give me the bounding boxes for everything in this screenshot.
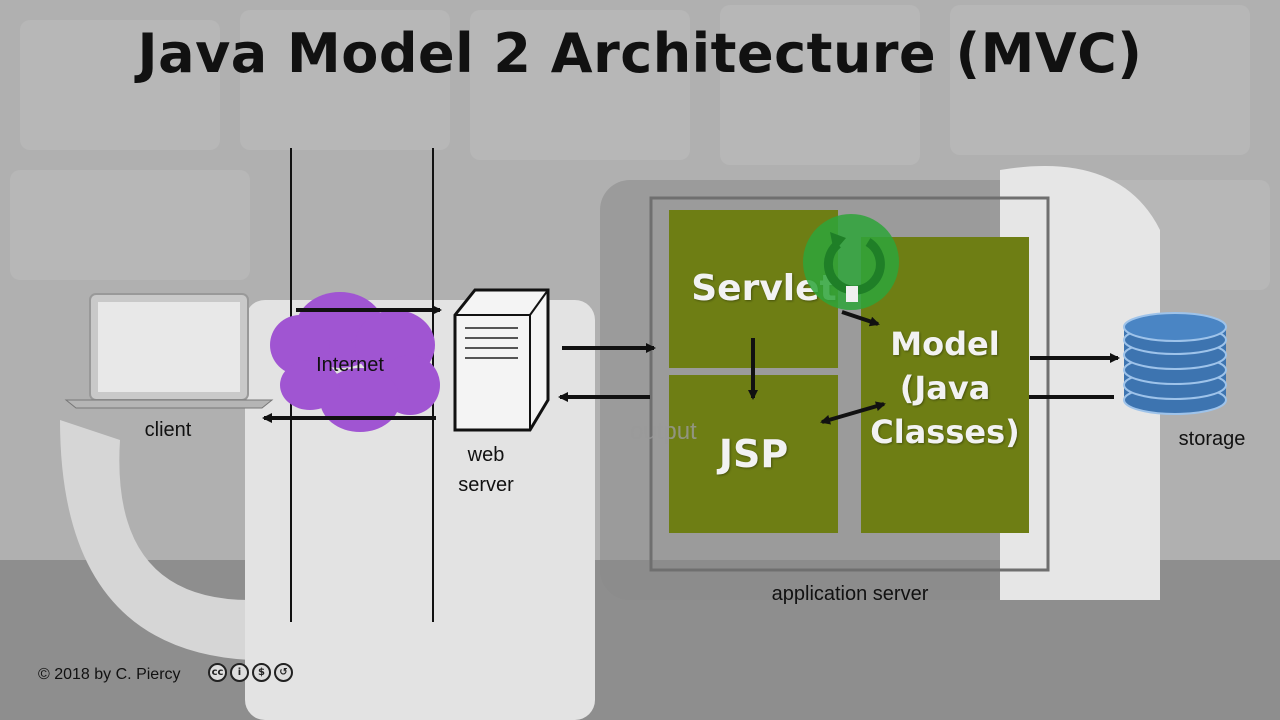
servlet-label: Servlet xyxy=(691,268,837,309)
jsp-label: JSP xyxy=(718,432,789,476)
laptop-icon xyxy=(64,293,274,409)
application-server-frame xyxy=(649,196,1050,572)
jsp-box xyxy=(669,375,838,533)
server-icon xyxy=(453,288,550,432)
storage-label: storage xyxy=(1178,428,1246,450)
sa-icon: ↺ xyxy=(274,663,293,682)
internet-label: Internet xyxy=(316,354,384,376)
model-label: Model (Java Classes) xyxy=(870,325,1020,451)
nc-icon: $ xyxy=(252,663,271,682)
slide-title: Java Model 2 Architecture (MVC) xyxy=(137,22,1143,85)
application-server-label: application server xyxy=(771,583,929,605)
web-server-label: web server xyxy=(458,444,514,496)
copyright-footer: © 2018 by C. Piercy xyxy=(38,666,181,683)
database-icon xyxy=(1123,312,1227,415)
cc-icon: cc xyxy=(208,663,227,682)
license-badges: cc i $ ↺ xyxy=(208,663,293,682)
output-label: output xyxy=(630,418,697,445)
by-icon: i xyxy=(230,663,249,682)
client-label: client xyxy=(144,419,192,441)
